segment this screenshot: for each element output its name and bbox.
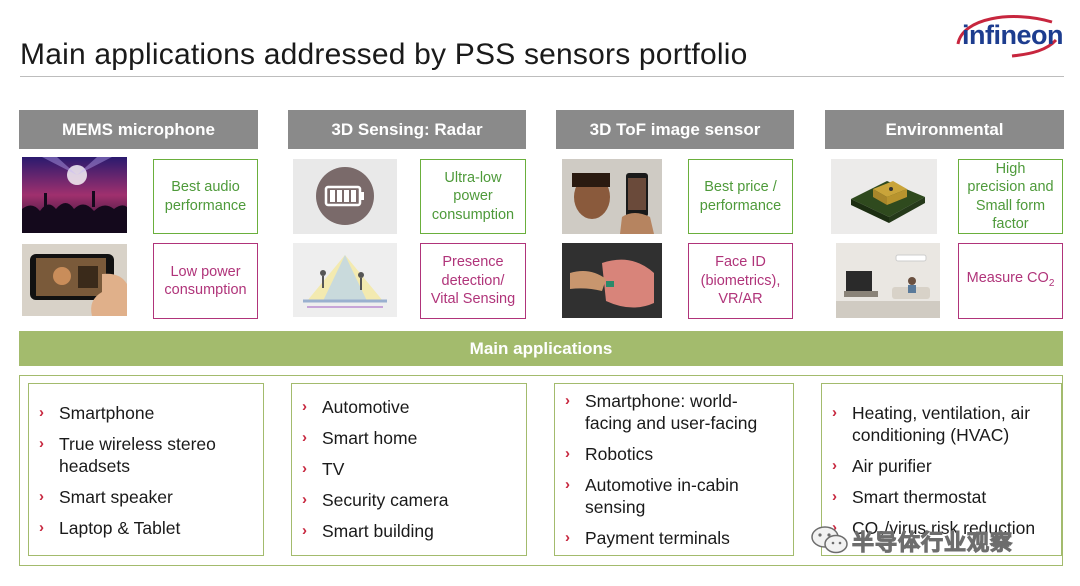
watermark-text: 半导体行业观察 (851, 530, 1014, 556)
list-item: ›Smart speaker (39, 487, 173, 507)
chevron-right-icon: › (832, 457, 837, 474)
wechat-icon (811, 526, 848, 554)
face-id-phone-image (562, 159, 662, 234)
chevron-right-icon: › (565, 445, 570, 462)
sensor-chip-image (831, 159, 937, 234)
battery-icon (316, 167, 374, 225)
header-3d-tof-image-sensor: 3D ToF image sensor (556, 110, 794, 149)
list-item: ›Smartphone (39, 403, 155, 423)
header-mems-microphone: MEMS microphone (19, 110, 258, 149)
vr-ar-gesture-image (562, 243, 662, 318)
chevron-right-icon: › (39, 404, 44, 421)
chevron-right-icon: › (565, 529, 570, 546)
chevron-right-icon: › (302, 522, 307, 539)
watermark: 半导体行业观察 (808, 519, 1068, 559)
header-3d-sensing-radar: 3D Sensing: Radar (288, 110, 526, 149)
battery-image (293, 159, 397, 234)
chevron-right-icon: › (302, 429, 307, 446)
chevron-right-icon: › (832, 488, 837, 505)
chevron-right-icon: › (302, 398, 307, 415)
list-item: ›Automotive (302, 397, 410, 417)
title-divider (20, 76, 1064, 77)
header-environmental: Environmental (825, 110, 1064, 149)
infineon-logo: infineon (952, 10, 1064, 60)
chevron-right-icon: › (832, 519, 837, 536)
list-item: ›Payment terminals (565, 528, 730, 548)
list-item: ›TV (302, 459, 345, 479)
chevron-right-icon: › (39, 435, 44, 452)
chevron-right-icon: › (565, 392, 570, 409)
radar-presence-image (293, 243, 397, 317)
list-item: ›Smart thermostat (832, 487, 987, 507)
logo-swoosh-icon (956, 15, 1058, 58)
chevron-right-icon: › (302, 460, 307, 477)
applications-3d-sensing-radar: ›Automotive ›Smart home ›TV ›Security ca… (291, 383, 527, 556)
applications-3d-tof-image-sensor: ›Smartphone: world-facing and user-facin… (554, 383, 794, 556)
tag-face-id-biometrics-vr-ar: Face ID(biometrics),VR/AR (688, 243, 793, 319)
chevron-right-icon: › (302, 491, 307, 508)
list-item: ›Security camera (302, 490, 449, 510)
list-item: ›Air purifier (832, 456, 932, 476)
chevron-right-icon: › (565, 476, 570, 493)
tag-best-price-performance: Best price /performance (688, 159, 793, 234)
list-item: ›Smart home (302, 428, 418, 448)
list-item: ›Smart building (302, 521, 434, 541)
smartphone-video-image (22, 244, 127, 316)
main-applications-band: Main applications (19, 331, 1063, 366)
applications-frame (19, 375, 1063, 566)
logo-wordmark: infineon (962, 20, 1063, 50)
chevron-right-icon: › (832, 404, 837, 421)
list-item: ›Robotics (565, 444, 654, 464)
chevron-right-icon: › (39, 519, 44, 536)
chevron-right-icon: › (39, 488, 44, 505)
living-room-image (836, 243, 940, 318)
tag-measure-co2: Measure CO2 (958, 243, 1063, 319)
list-item: ›Smartphone: world-facing and user-facin… (565, 391, 758, 433)
list-item: ›Laptop & Tablet (39, 518, 181, 538)
page-title: Main applications addressed by PSS senso… (20, 38, 748, 71)
list-item: ›CO2/virus risk reduction (832, 518, 1036, 542)
concert-crowd-image (22, 157, 127, 233)
